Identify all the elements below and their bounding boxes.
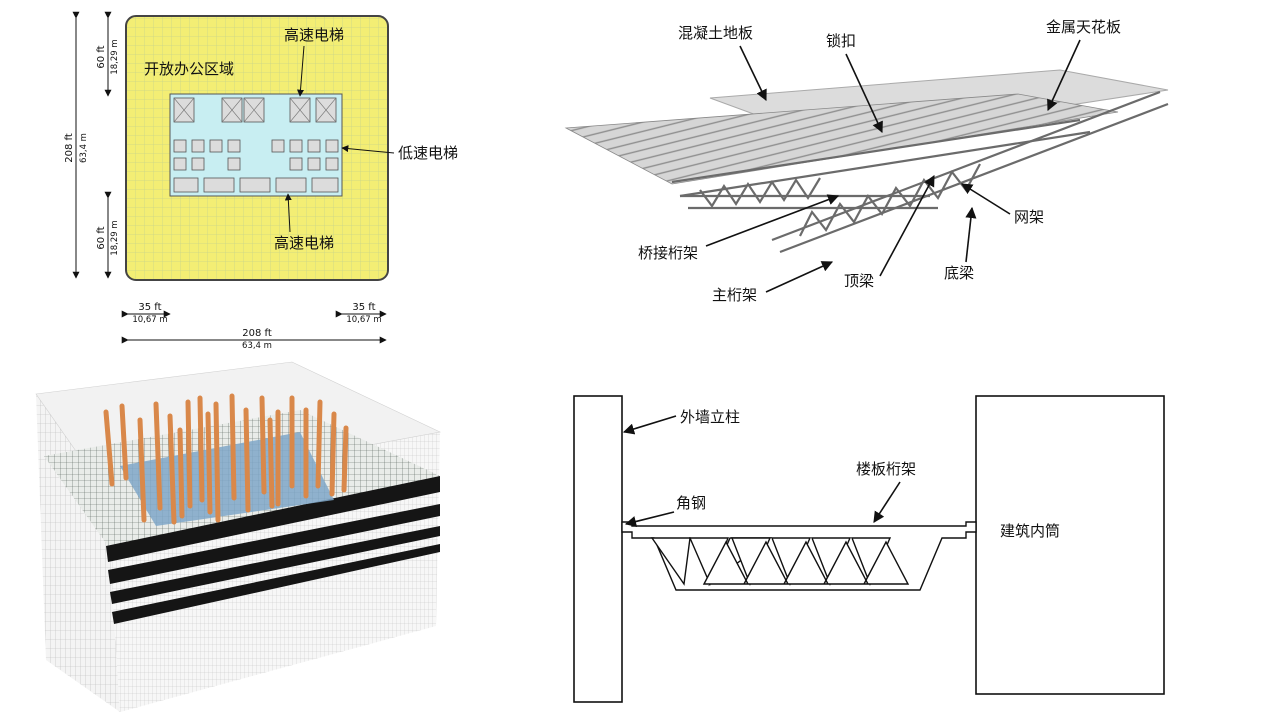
dim-height-total: 208 ft (64, 133, 75, 163)
elevator-cross-marks (173, 97, 337, 123)
dim-bottom-m: 18,29 m (110, 220, 120, 255)
dim-height-total-m: 63,4 m (79, 133, 89, 163)
leader-bottom-chord (965, 206, 977, 263)
label-locking-clip: 锁扣 (826, 32, 856, 50)
floor-plan: 208 ft 63,4 m 60 ft 18,29 m 60 ft 18,29 … (64, 11, 458, 351)
leader-metal-deck (1047, 39, 1081, 112)
exterior-column-rect (573, 395, 623, 703)
dim-top-m: 18,29 m (110, 39, 120, 74)
floor-system: 混凝土地板 锁扣 金属天花板 网架 桥接桁架 主桁架 顶梁 底梁 (564, 18, 1169, 304)
model-slab-band (108, 504, 440, 584)
floor-truss-section (621, 521, 977, 591)
dim-width-total-m: 63,4 m (242, 341, 272, 351)
label-low-speed-elevator: 低速电梯 (398, 144, 458, 162)
building-3d-model (35, 361, 441, 712)
label-core: 建筑内筒 (1000, 522, 1060, 540)
trusses (671, 90, 1169, 254)
label-exterior-column: 外墙立柱 (680, 408, 740, 426)
leader-locking-clip (845, 53, 883, 134)
dim-right-m: 10,67 m (346, 315, 381, 325)
dim-left-ft: 35 ft (138, 302, 161, 313)
dim-bottom-ft: 60 ft (96, 226, 107, 249)
label-main-truss: 主桁架 (712, 286, 757, 304)
bridging-truss (680, 194, 938, 210)
leader-floor-truss (873, 481, 901, 523)
label-web-truss: 网架 (1014, 208, 1044, 226)
label-bottom-chord: 底梁 (944, 264, 974, 282)
label-bridging-truss: 桥接桁架 (638, 244, 698, 262)
label-high-speed-elevator-bottom: 高速电梯 (274, 234, 334, 252)
dim-top-ft: 60 ft (96, 45, 107, 68)
leader-low-speed (341, 145, 395, 154)
leader-web-truss (961, 183, 1011, 215)
label-concrete-slab: 混凝土地板 (678, 24, 753, 42)
leader-concrete-slab (739, 45, 767, 102)
leader-angle-steel (624, 511, 675, 527)
label-metal-deck: 金属天花板 (1046, 18, 1121, 36)
core-rect (975, 395, 1165, 695)
leader-top-chord (879, 175, 935, 277)
label-top-chord: 顶梁 (844, 272, 874, 290)
label-high-speed-elevator-top: 高速电梯 (284, 26, 344, 44)
dim-right-ft: 35 ft (352, 302, 375, 313)
floor-section: 外墙立柱 楼板桁架 角钢 建筑内筒 (573, 395, 1165, 703)
label-open-office: 开放办公区域 (144, 60, 234, 78)
leader-bridging-truss (705, 194, 840, 247)
dim-width-total: 208 ft (242, 328, 272, 339)
metal-deck (564, 93, 1119, 185)
model-slab-band (112, 544, 440, 624)
model-slab-band (106, 476, 440, 562)
model-slab-band (110, 526, 440, 604)
model-core-columns (103, 393, 349, 525)
leader-exterior-column (622, 415, 677, 435)
dim-left-m: 10,67 m (132, 315, 167, 325)
leader-high-speed-top (297, 45, 305, 97)
leader-main-truss (765, 261, 834, 293)
label-floor-truss: 楼板桁架 (856, 460, 916, 478)
leader-high-speed-bottom (284, 193, 292, 233)
label-angle-steel: 角钢 (676, 494, 706, 512)
main-truss-2 (771, 90, 1169, 254)
